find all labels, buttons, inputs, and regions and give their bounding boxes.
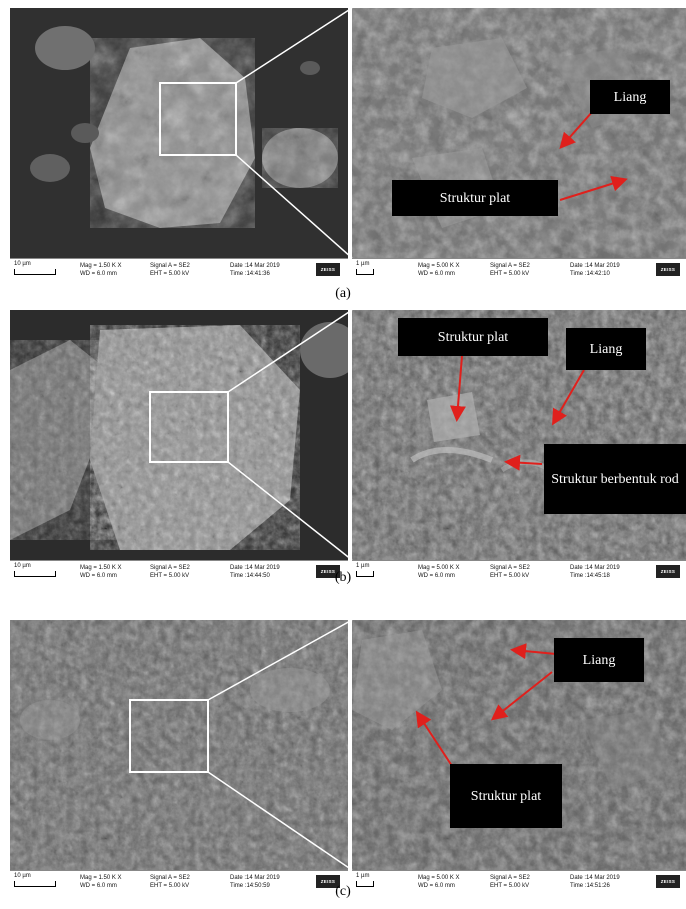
eht-value: EHT = 5.00 kV	[490, 271, 530, 277]
eht-value: EHT = 5.00 kV	[150, 883, 190, 889]
wd-value: WD = 6.0 mm	[418, 271, 455, 277]
wd-value: WD = 6.0 mm	[418, 573, 455, 579]
label-struktur-rod: Struktur berbentuk rod	[544, 444, 686, 514]
label-liang: Liang	[554, 638, 644, 682]
label-liang: Liang	[566, 328, 646, 370]
date-value: Date :14 Mar 2019	[230, 263, 280, 269]
date-value: Date :14 Mar 2019	[570, 263, 620, 269]
zeiss-logo: ZEISS	[656, 565, 680, 578]
sem-info-bar: 10 µm Mag = 1.50 K X WD = 6.0 mm Signal …	[10, 560, 348, 582]
wd-value: WD = 6.0 mm	[80, 883, 117, 889]
scale-bar	[14, 269, 56, 275]
panel-a: 10 µm Mag = 1.50 K X WD = 6.0 mm Signal …	[10, 8, 686, 280]
zeiss-logo: ZEISS	[656, 875, 680, 888]
label-struktur-plat: Struktur plat	[392, 180, 558, 216]
scale-label: 10 µm	[14, 563, 31, 569]
signal-value: Signal A = SE2	[150, 263, 190, 269]
sem-micrograph	[10, 620, 348, 870]
mag-value: Mag = 1.50 K X	[80, 263, 122, 269]
zeiss-logo: ZEISS	[316, 565, 340, 578]
wd-value: WD = 6.0 mm	[80, 271, 117, 277]
mag-value: Mag = 1.50 K X	[80, 875, 122, 881]
scale-bar	[356, 881, 374, 887]
eht-value: EHT = 5.00 kV	[150, 271, 190, 277]
signal-value: Signal A = SE2	[150, 565, 190, 571]
time-value: Time :14:42:10	[570, 271, 610, 277]
panel-b: 10 µm Mag = 1.50 K X WD = 6.0 mm Signal …	[10, 310, 686, 582]
signal-value: Signal A = SE2	[490, 875, 530, 881]
eht-value: EHT = 5.00 kV	[490, 573, 530, 579]
mag-value: Mag = 5.00 K X	[418, 263, 460, 269]
date-value: Date :14 Mar 2019	[570, 565, 620, 571]
zeiss-logo: ZEISS	[316, 875, 340, 888]
zeiss-logo: ZEISS	[316, 263, 340, 276]
wd-value: WD = 6.0 mm	[418, 883, 455, 889]
eht-value: EHT = 5.00 kV	[150, 573, 190, 579]
sem-info-bar: 1 µm Mag = 5.00 K X WD = 6.0 mm Signal A…	[352, 560, 686, 582]
eht-value: EHT = 5.00 kV	[490, 883, 530, 889]
time-value: Time :14:51:26	[570, 883, 610, 889]
date-value: Date :14 Mar 2019	[230, 875, 280, 881]
sem-image-low-mag: 10 µm Mag = 1.50 K X WD = 6.0 mm Signal …	[10, 620, 348, 892]
mag-value: Mag = 5.00 K X	[418, 875, 460, 881]
sem-image-low-mag: 10 µm Mag = 1.50 K X WD = 6.0 mm Signal …	[10, 8, 348, 280]
sem-micrograph	[352, 8, 686, 258]
panel-c: 10 µm Mag = 1.50 K X WD = 6.0 mm Signal …	[10, 620, 686, 892]
time-value: Time :14:41:36	[230, 271, 270, 277]
time-value: Time :14:50:59	[230, 883, 270, 889]
zeiss-logo: ZEISS	[656, 263, 680, 276]
time-value: Time :14:44:50	[230, 573, 270, 579]
scale-label: 10 µm	[14, 261, 31, 267]
time-value: Time :14:45:18	[570, 573, 610, 579]
sem-info-bar: 10 µm Mag = 1.50 K X WD = 6.0 mm Signal …	[10, 870, 348, 892]
label-struktur-plat: Struktur plat	[450, 764, 562, 828]
label-liang: Liang	[590, 80, 670, 114]
signal-value: Signal A = SE2	[150, 875, 190, 881]
signal-value: Signal A = SE2	[490, 565, 530, 571]
wd-value: WD = 6.0 mm	[80, 573, 117, 579]
date-value: Date :14 Mar 2019	[230, 565, 280, 571]
sem-info-bar: 10 µm Mag = 1.50 K X WD = 6.0 mm Signal …	[10, 258, 348, 280]
scale-bar	[356, 571, 374, 577]
sem-info-bar: 1 µm Mag = 5.00 K X WD = 6.0 mm Signal A…	[352, 870, 686, 892]
scale-bar	[14, 571, 56, 577]
sem-image-low-mag: 10 µm Mag = 1.50 K X WD = 6.0 mm Signal …	[10, 310, 348, 582]
date-value: Date :14 Mar 2019	[570, 875, 620, 881]
caption-b: (b)	[334, 570, 352, 585]
signal-value: Signal A = SE2	[490, 263, 530, 269]
scale-bar	[14, 881, 56, 887]
scale-label: 1 µm	[356, 873, 370, 879]
sem-image-high-mag: Liang Struktur plat 1 µm Mag = 5.00 K X …	[352, 620, 686, 892]
sem-image-high-mag: Liang Struktur plat 1 µm Mag = 5.00 K X …	[352, 8, 686, 280]
sem-micrograph	[10, 8, 348, 258]
mag-value: Mag = 1.50 K X	[80, 565, 122, 571]
mag-value: Mag = 5.00 K X	[418, 565, 460, 571]
sem-micrograph	[10, 310, 348, 560]
scale-bar	[356, 269, 374, 275]
scale-label: 10 µm	[14, 873, 31, 879]
scale-label: 1 µm	[356, 261, 370, 267]
scale-label: 1 µm	[356, 563, 370, 569]
sem-info-bar: 1 µm Mag = 5.00 K X WD = 6.0 mm Signal A…	[352, 258, 686, 280]
sem-image-high-mag: Struktur plat Liang Struktur berbentuk r…	[352, 310, 686, 582]
label-struktur-plat: Struktur plat	[398, 318, 548, 356]
caption-a: (a)	[335, 286, 351, 301]
caption-c: (c)	[335, 884, 351, 899]
